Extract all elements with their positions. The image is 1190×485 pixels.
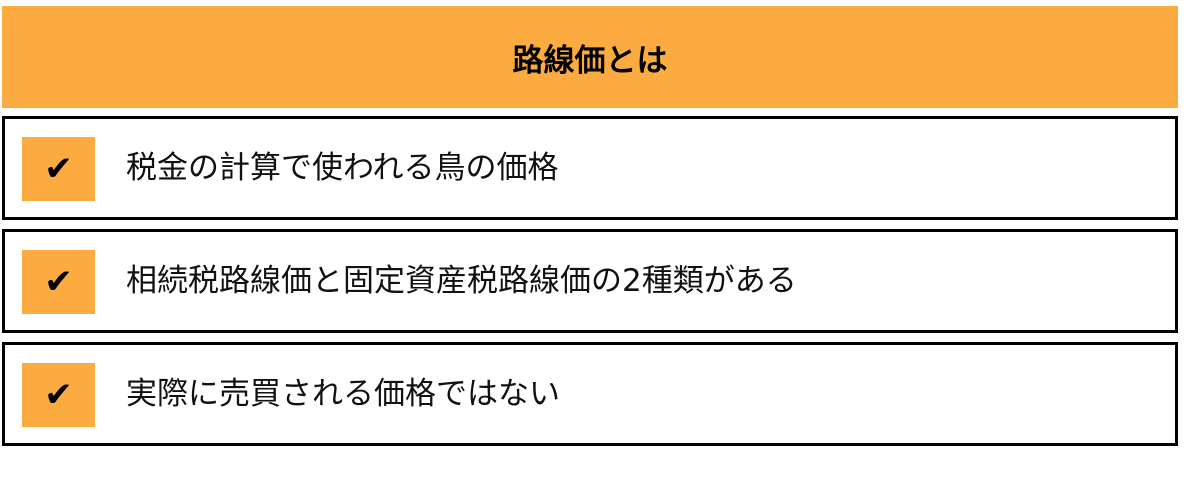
check-mark-icon: ✔ [22, 363, 95, 427]
list-item: ✔ 税金の計算で使われる鳥の価格 [2, 116, 1178, 220]
list-item: ✔ 実際に売買される価格ではない [2, 342, 1178, 446]
title-banner: 路線価とは [2, 6, 1178, 108]
list-item-label: 実際に売買される価格ではない [126, 376, 560, 412]
list-item-label: 相続税路線価と固定資産税路線価の2種類がある [126, 263, 797, 299]
page-title: 路線価とは [512, 42, 668, 79]
check-mark-icon: ✔ [22, 250, 95, 314]
check-mark-icon: ✔ [22, 137, 95, 201]
list-item-label: 税金の計算で使われる鳥の価格 [126, 150, 559, 186]
list-item: ✔ 相続税路線価と固定資産税路線価の2種類がある [2, 229, 1178, 333]
